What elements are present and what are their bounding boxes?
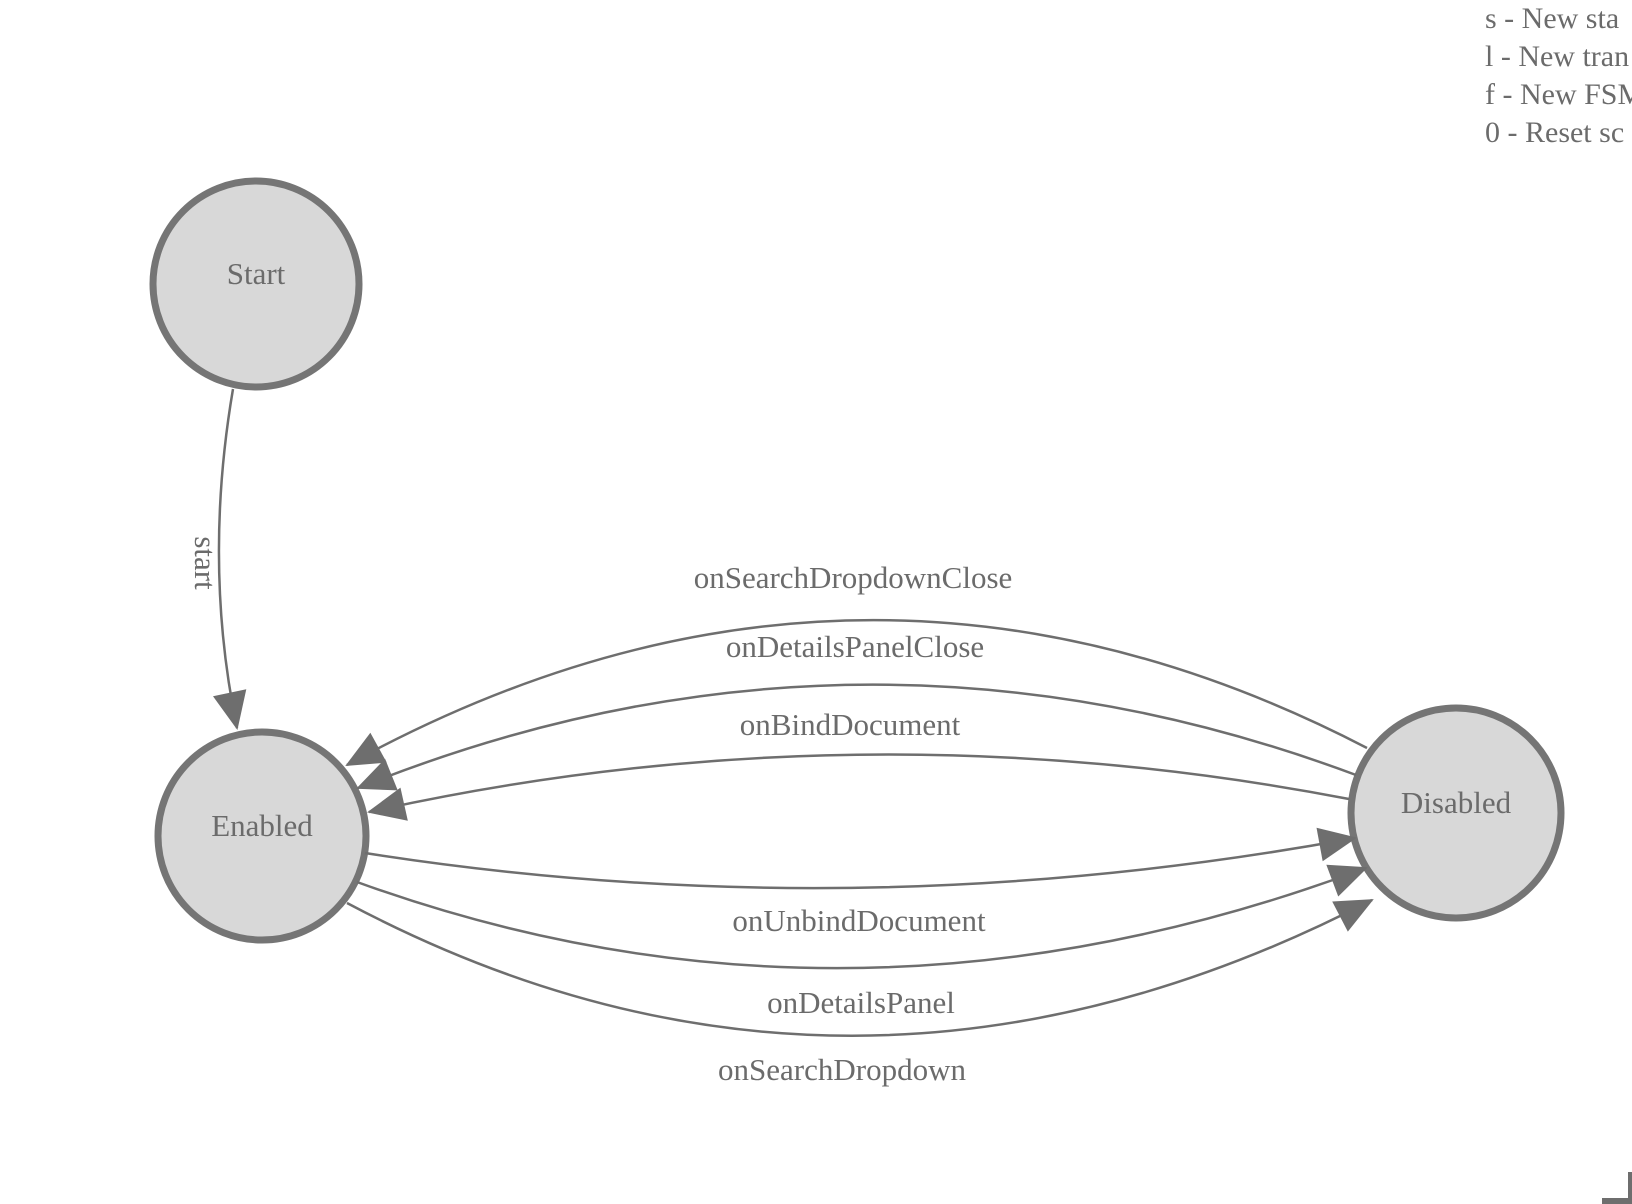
shortcut-hint-reset: 0 - Reset sc	[1485, 116, 1625, 149]
state-label-enabled: Enabled	[211, 808, 313, 843]
transition-edge-onSearchDropdown[interactable]	[346, 898, 1374, 1037]
shortcut-hint-new-state: s - New sta	[1485, 2, 1620, 35]
transition-edge-onSearchDropdownClose[interactable]	[345, 618, 1368, 767]
transition-label-onDetailsPanelClose[interactable]: onDetailsPanelClose	[726, 629, 984, 664]
transition-label-onBindDocument[interactable]: onBindDocument	[740, 707, 961, 742]
state-label-start: Start	[227, 256, 286, 291]
state-label-disabled: Disabled	[1401, 785, 1512, 820]
transition-label-start[interactable]: start	[188, 536, 223, 590]
state-disabled[interactable]	[1347, 704, 1565, 922]
state-start[interactable]	[149, 177, 363, 391]
transition-label-onDetailsPanel[interactable]: onDetailsPanel	[767, 985, 955, 1020]
transition-label-onSearchDropdownClose[interactable]: onSearchDropdownClose	[694, 560, 1013, 595]
shortcut-hint-new-fsm: f - New FSM	[1485, 78, 1632, 111]
transition-label-onUnbindDocument[interactable]: onUnbindDocument	[732, 903, 986, 938]
corner-bracket-icon	[1602, 1198, 1632, 1204]
transitions-layer: start onSearchDropdownClose onDetailsPanel…	[188, 388, 1374, 1087]
transition-edge-onDetailsPanel[interactable]	[356, 864, 1368, 970]
shortcut-hint-new-transition: l - New tran	[1485, 40, 1630, 73]
state-enabled[interactable]	[154, 728, 370, 944]
shortcut-hints: s - New sta l - New tran f - New FSM 0 -…	[1485, 0, 1632, 152]
corner-bracket-icon	[1628, 1172, 1632, 1204]
transition-edge-onDetailsPanelClose[interactable]	[356, 683, 1357, 791]
transition-edge-onBindDocument[interactable]	[367, 753, 1350, 821]
transition-edge-start[interactable]	[213, 388, 247, 730]
transition-edge-onUnbindDocument[interactable]	[364, 827, 1357, 890]
transition-label-onSearchDropdown[interactable]: onSearchDropdown	[718, 1052, 966, 1087]
